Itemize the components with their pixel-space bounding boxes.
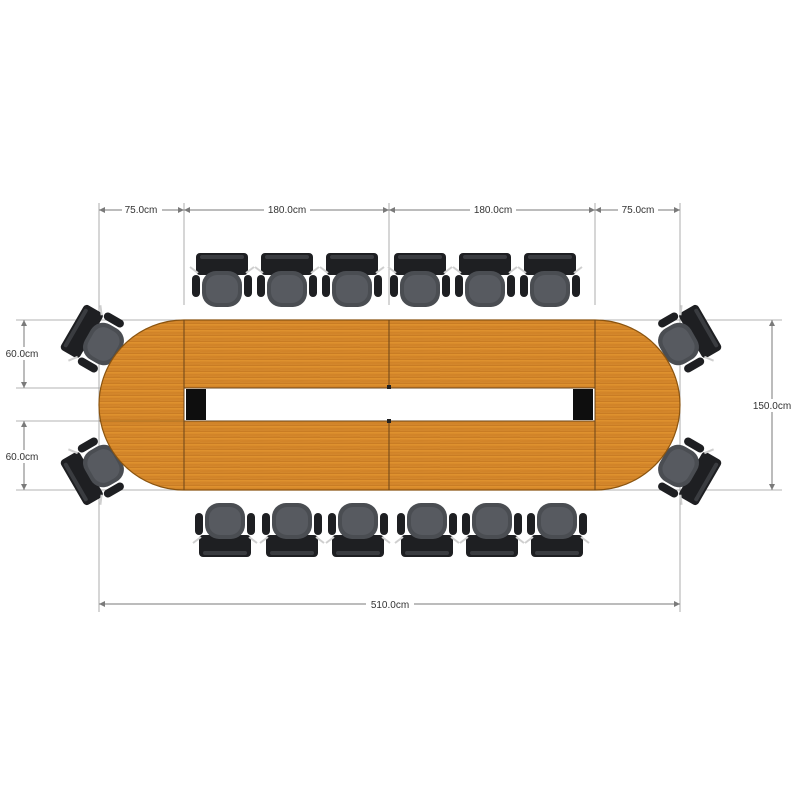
chair — [387, 252, 453, 308]
left-dimension: 60.0cm 60.0cm — [2, 320, 46, 490]
top-chair-row — [189, 252, 583, 308]
dim-left-lower: 60.0cm — [6, 452, 39, 463]
chair — [189, 252, 255, 308]
dim-top-mid-left: 180.0cm — [268, 205, 306, 216]
right-dimension: 150.0cm — [750, 320, 796, 490]
chair — [325, 502, 391, 558]
chair — [524, 502, 590, 558]
chair — [259, 502, 325, 558]
chair — [394, 502, 460, 558]
dim-bottom-total: 510.0cm — [371, 600, 409, 611]
dim-top-right-end: 75.0cm — [622, 205, 655, 216]
chair — [254, 252, 320, 308]
dim-top-left-end: 75.0cm — [125, 205, 158, 216]
chair — [452, 252, 518, 308]
cable-tray-right — [573, 389, 593, 420]
chair — [517, 252, 583, 308]
bottom-chair-row — [192, 502, 590, 558]
chair — [319, 252, 385, 308]
cable-tray-left — [186, 389, 206, 420]
top-dimension: 75.0cm 180.0cm 180.0cm 75.0cm — [99, 203, 680, 216]
dim-left-upper: 60.0cm — [6, 349, 39, 360]
dim-right-total: 150.0cm — [753, 401, 791, 412]
chair — [192, 502, 258, 558]
conference-table — [98, 319, 681, 491]
dim-top-mid-right: 180.0cm — [474, 205, 512, 216]
bottom-dimension: 510.0cm — [99, 598, 680, 611]
chair — [459, 502, 525, 558]
table-center-opening — [183, 387, 596, 422]
